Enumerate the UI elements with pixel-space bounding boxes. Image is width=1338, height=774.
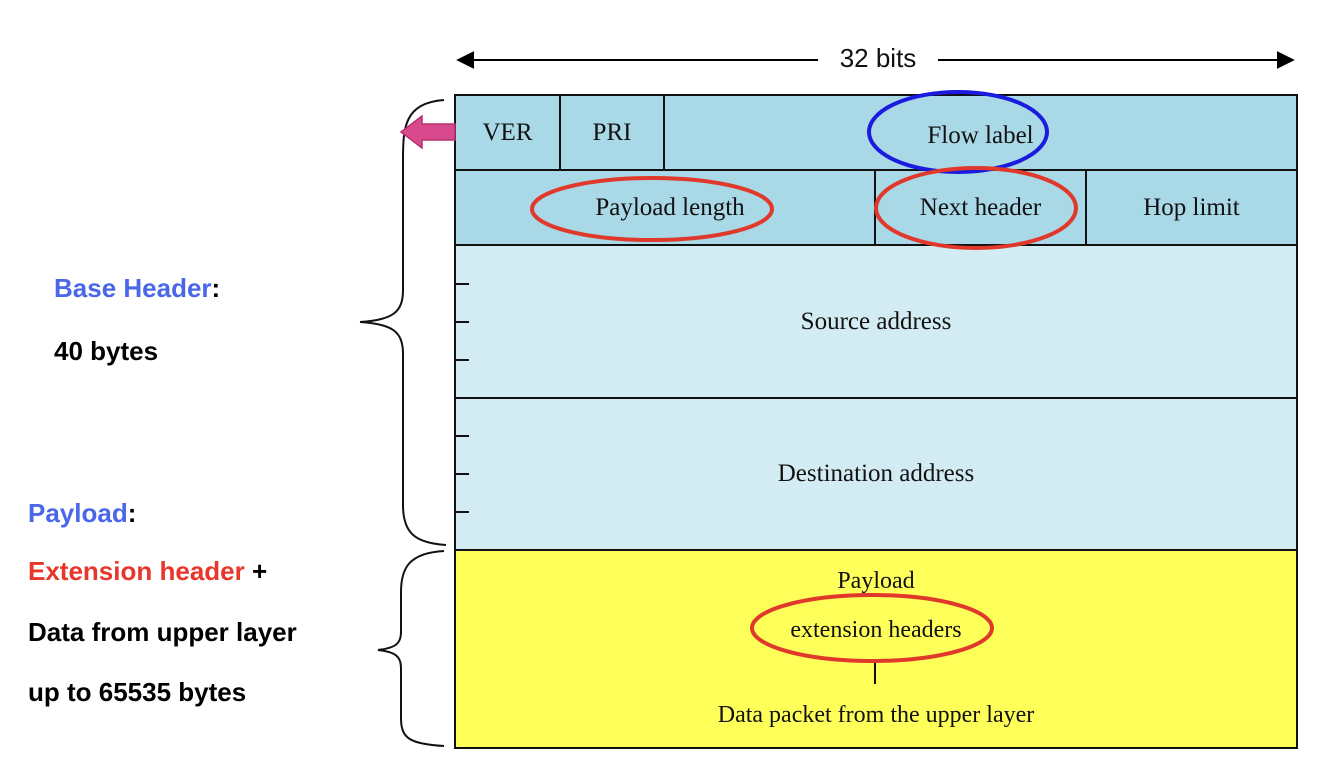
payload-line1: Payload [837, 567, 915, 594]
field-next-header: Next header [919, 193, 1042, 221]
plus-sign: + [244, 556, 268, 586]
base-header-colon: : [211, 273, 221, 303]
next-header-highlight [874, 166, 1078, 250]
payload-label: Payload: [28, 498, 136, 529]
pink-arrow [399, 114, 456, 150]
flow-label-highlight [867, 90, 1049, 174]
extension-headers-highlight [750, 593, 994, 663]
field-ver: VER [482, 118, 533, 146]
extension-header-text: Extension header [28, 556, 245, 586]
payload-size-label: up to 65535 bytes [28, 677, 247, 707]
payload-length-highlight [530, 176, 774, 242]
width-label: 32 bits [839, 42, 917, 73]
payload-line3: Data packet from the upper layer [717, 701, 1035, 728]
source-address-bg [454, 244, 1298, 399]
payload-bg [454, 549, 1298, 749]
data-upper-layer-label: Data from upper layer [28, 617, 297, 647]
base-header-size: 40 bytes [54, 336, 159, 366]
payload-brace [377, 550, 445, 747]
row1-bg [454, 94, 1298, 171]
destination-address-bg [454, 397, 1298, 551]
field-destination-address: Destination address [777, 460, 975, 487]
payload-title: Payload [28, 498, 128, 528]
payload-line2: extension headers [790, 616, 962, 643]
base-header-title: Base Header [54, 273, 212, 303]
field-payload-length: Payload length [595, 193, 745, 221]
base-header-label: Base Header: [54, 273, 220, 304]
payload-colon: : [127, 498, 137, 528]
field-flow-label: Flow label [927, 121, 1034, 149]
extension-header-label: Extension header + [28, 556, 267, 587]
field-pri: PRI [592, 118, 632, 146]
field-source-address: Source address [800, 307, 952, 335]
field-hop-limit: Hop limit [1143, 193, 1240, 221]
